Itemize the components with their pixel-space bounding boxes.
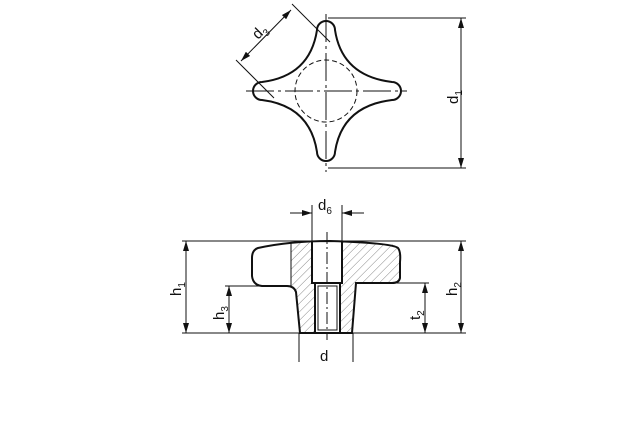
d3-dimension-line xyxy=(240,9,292,62)
section-right xyxy=(340,242,400,333)
h3-label: h3 xyxy=(211,306,231,320)
d6-label: d6 xyxy=(318,197,332,217)
d3-extension-2 xyxy=(235,59,275,99)
thread-outline xyxy=(314,283,341,333)
d3-label: d3 xyxy=(249,21,273,45)
d1-label: d1 xyxy=(445,90,465,104)
side-section-view: h1 h3 t2 h2 d6 d xyxy=(168,197,466,365)
d3-extension-1 xyxy=(291,3,331,43)
knob-body-outline xyxy=(251,239,402,334)
section-left xyxy=(291,242,315,333)
h2-label: h2 xyxy=(444,282,464,296)
star-knob-outline xyxy=(252,20,402,162)
h1-label: h1 xyxy=(168,282,188,296)
bottom-dim-label: d xyxy=(320,348,328,365)
thread-minor xyxy=(317,285,338,331)
t2-label: t2 xyxy=(407,310,427,320)
top-view: d1 d3 xyxy=(235,3,466,172)
